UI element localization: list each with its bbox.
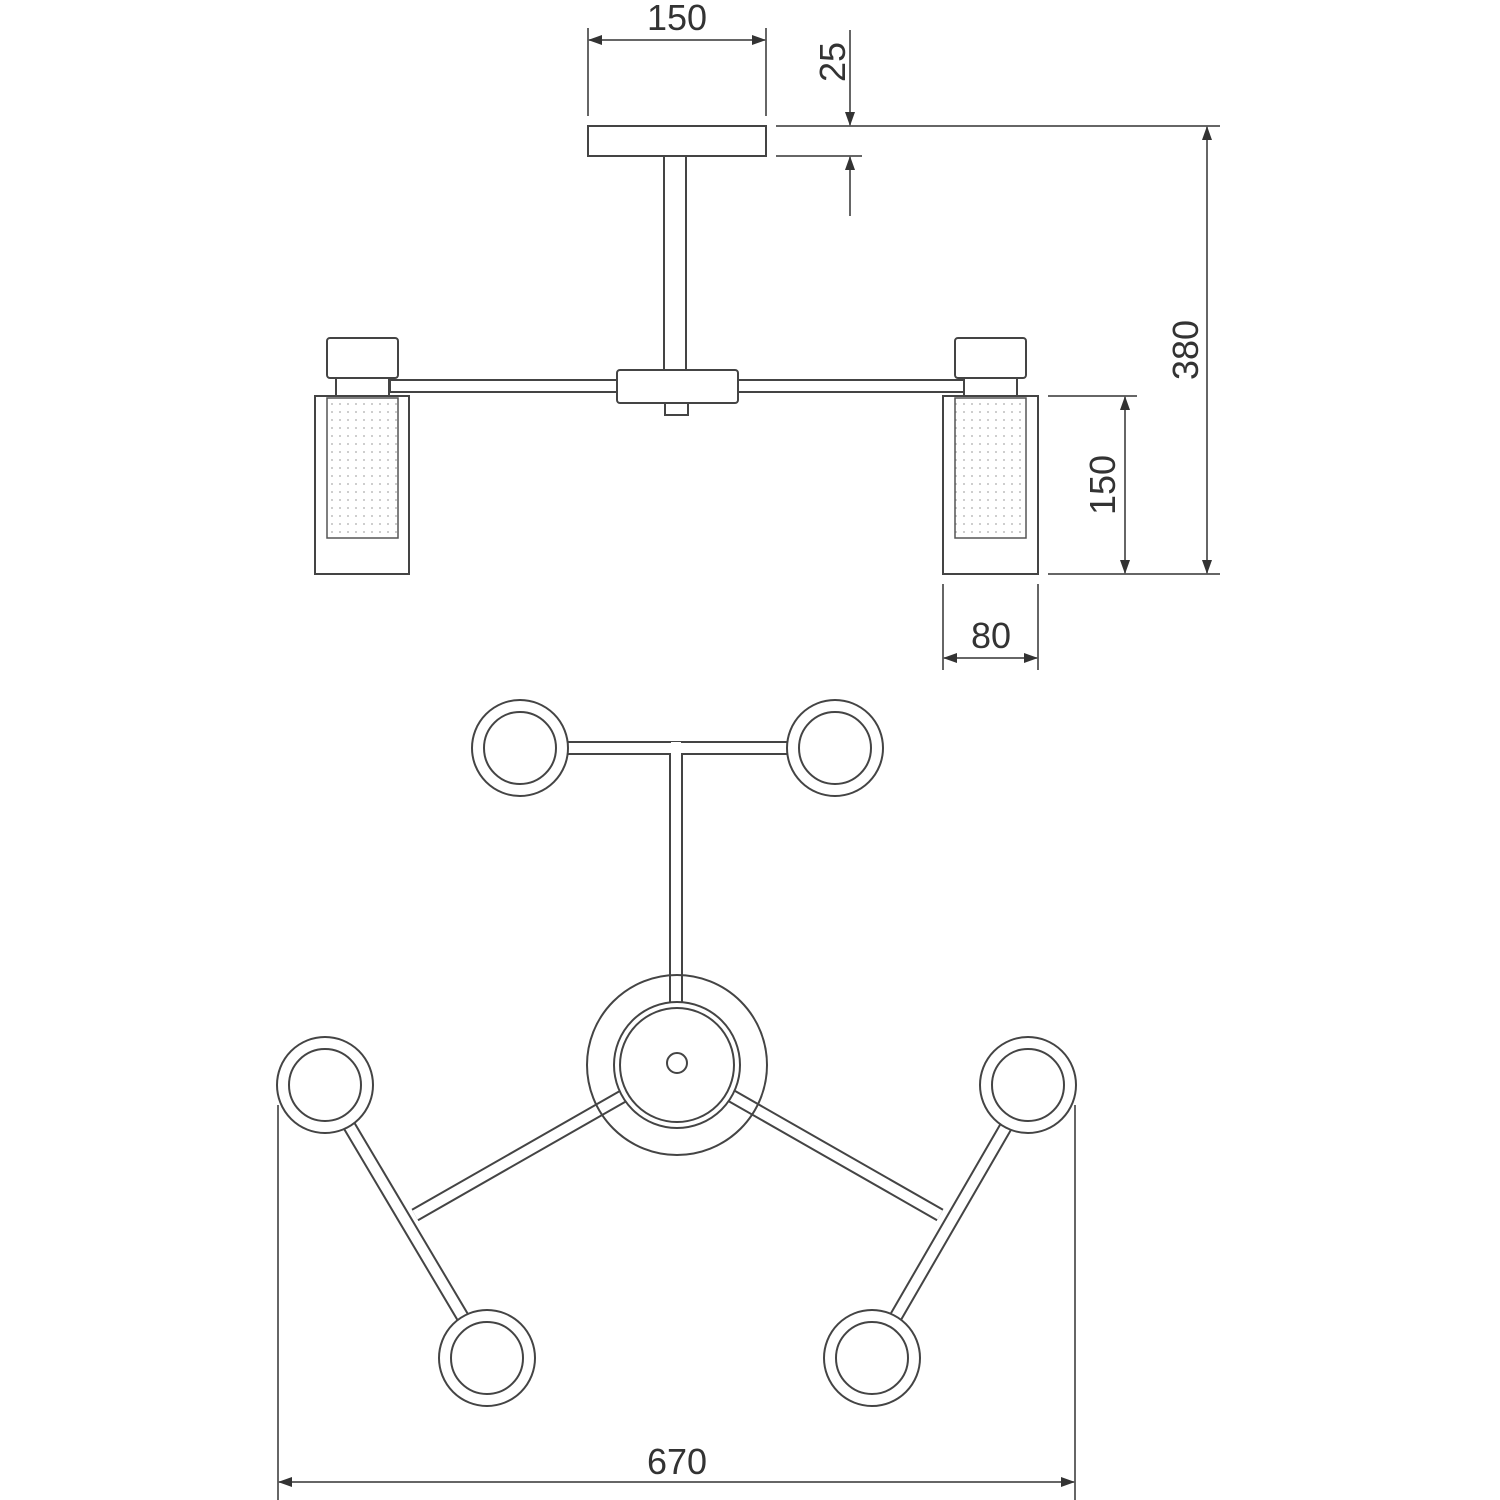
center-hub [586, 974, 768, 1156]
canopy [587, 125, 767, 157]
lamp-diffuser [954, 397, 1027, 539]
dimension-shade-width: 80 [942, 584, 1039, 670]
right-lamp [942, 337, 1039, 575]
lamp-circle [823, 1309, 921, 1407]
lamp-diffuser [326, 397, 399, 539]
lamp-circle [979, 1036, 1077, 1134]
left-lamp [314, 337, 410, 575]
lamp-neck [963, 377, 1018, 397]
dim-label-shade-width: 80 [971, 615, 1011, 656]
dimension-shade-height: 150 [1048, 395, 1137, 574]
dim-label-total-height: 380 [1165, 320, 1206, 380]
dim-label-total-width: 670 [647, 1441, 707, 1482]
top-view [276, 699, 1077, 1407]
lamp-circle [438, 1309, 536, 1407]
center-nub [664, 402, 689, 416]
dimension-canopy-width: 150 [587, 0, 767, 116]
dim-label-canopy-height: 25 [812, 42, 853, 82]
dimension-total-height: 380 [1048, 126, 1220, 575]
lamp-neck [335, 377, 390, 397]
dimension-total-width: 670 [277, 1105, 1076, 1500]
arms [318, 741, 1037, 1362]
lamp-cap [954, 337, 1027, 379]
stem [663, 155, 687, 371]
lamp-cap [326, 337, 399, 379]
lamp-circle [786, 699, 884, 797]
dim-label-canopy-width: 150 [647, 0, 707, 38]
side-view [314, 125, 1039, 575]
dimension-canopy-height: 25 [776, 30, 1220, 216]
lamp-circle [471, 699, 569, 797]
lamp-circle [276, 1036, 374, 1134]
center-block [616, 369, 739, 404]
dim-label-shade-height: 150 [1082, 455, 1123, 515]
